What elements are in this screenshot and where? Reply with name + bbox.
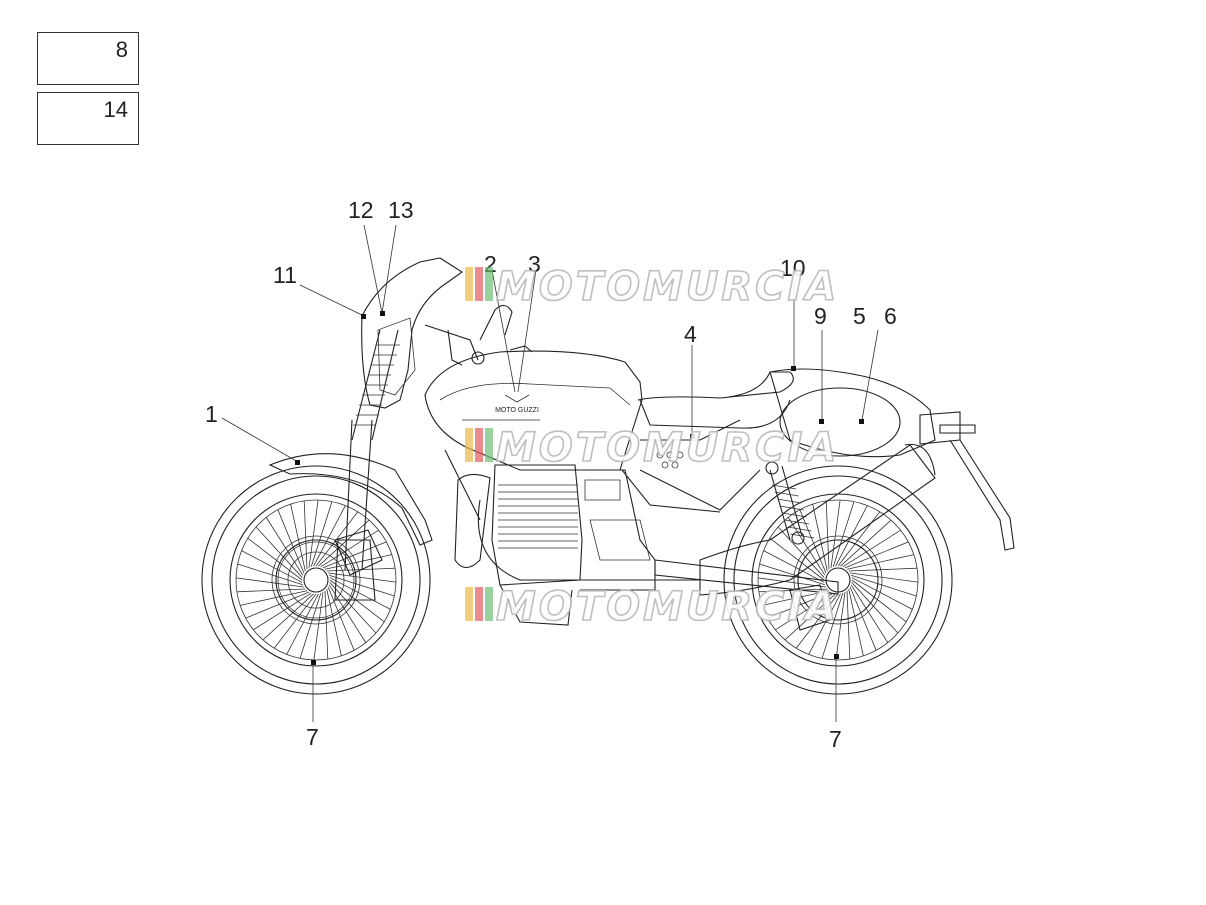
callout-6: 6 <box>884 303 897 329</box>
legend-box-14: 14 <box>37 92 139 145</box>
callout-4: 4 <box>684 321 697 347</box>
legend-box-8: 8 <box>37 32 139 85</box>
exhaust <box>477 443 936 596</box>
callout-9: 9 <box>814 303 827 329</box>
callout-labels: 1 2 3 4 5 6 7 7 9 10 11 12 13 <box>205 197 897 752</box>
front-fork <box>334 329 400 601</box>
front-wheel <box>201 465 431 695</box>
legend-box-label: 14 <box>103 97 128 122</box>
swingarm <box>654 539 879 631</box>
watermark-text: MOTOMURCIA <box>496 584 839 630</box>
rear-shock <box>765 461 815 545</box>
handlebar <box>424 304 513 366</box>
callout-1: 1 <box>205 401 218 427</box>
watermark-text: MOTOMURCIA <box>496 264 839 310</box>
front-brake-disc <box>275 529 383 621</box>
tail-side-panel <box>779 387 901 457</box>
callout-5: 5 <box>853 303 866 329</box>
callout-12: 12 <box>348 197 374 223</box>
callout-3: 3 <box>528 251 541 277</box>
front-fender <box>268 453 433 546</box>
callout-leaders <box>221 224 879 722</box>
watermark-bottom: MOTOMURCIA <box>465 583 839 631</box>
callout-11: 11 <box>273 262 297 288</box>
callout-10: 10 <box>780 255 806 281</box>
callout-7-rear: 7 <box>829 726 842 752</box>
watermark-middle: MOTOMURCIA <box>465 424 839 472</box>
callout-13: 13 <box>388 197 414 223</box>
headlight-fairing <box>361 257 463 409</box>
tank-logo: MOTO GUZZI <box>495 407 539 414</box>
frame <box>444 419 761 521</box>
seat-tail <box>637 368 1015 551</box>
watermark-text: MOTOMURCIA <box>496 425 839 471</box>
callout-7-front: 7 <box>306 724 319 750</box>
watermark-top: MOTOMURCIA <box>465 263 839 311</box>
rear-wheel <box>723 465 953 695</box>
legend-box-label: 8 <box>115 37 128 62</box>
